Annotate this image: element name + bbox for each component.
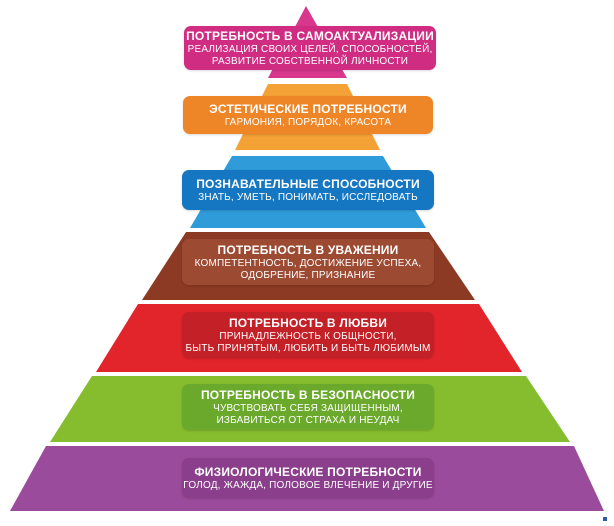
level-description-line: РЕАЛИЗАЦИЯ СВОИХ ЦЕЛЕЙ, СПОСОБНОСТЕЙ, xyxy=(187,43,433,55)
level-description-line: КОМПЕТЕНТНОСТЬ, ДОСТИЖЕНИЕ УСПЕХА, xyxy=(194,257,422,269)
level-description-line: ГОЛОД, ЖАЖДА, ПОЛОВОЕ ВЛЕЧЕНИЕ И ДРУГИЕ xyxy=(183,479,433,491)
level-description-line: ОДОБРЕНИЕ, ПРИЗНАНИЕ xyxy=(240,269,376,281)
level-title: ФИЗИОЛОГИЧЕСКИЕ ПОТРЕБНОСТИ xyxy=(194,464,422,479)
level-description-line: ИЗБАВИТЬСЯ ОТ СТРАХА И НЕУДАЧ xyxy=(216,414,400,426)
level-box-cognitive: ПОЗНАВАТЕЛЬНЫЕ СПОСОБНОСТИ ЗНАТЬ, УМЕТЬ,… xyxy=(182,170,434,210)
level-box-esteem: ПОТРЕБНОСТЬ В УВАЖЕНИИ КОМПЕТЕНТНОСТЬ, Д… xyxy=(182,239,434,285)
level-title: ПОТРЕБНОСТЬ В БЕЗОПАСНОСТИ xyxy=(200,387,416,402)
level-title: ПОТРЕБНОСТЬ В ЛЮБВИ xyxy=(228,315,388,330)
level-box-self-actualization: ПОТРЕБНОСТЬ В САМОАКТУАЛИЗАЦИИ РЕАЛИЗАЦИ… xyxy=(184,26,436,70)
level-description-line: ГАРМОНИЯ, ПОРЯДОК, КРАСОТА xyxy=(224,116,392,128)
level-title: ПОТРЕБНОСТЬ В САМОАКТУАЛИЗАЦИИ xyxy=(186,28,434,43)
level-description-line: ЗНАТЬ, УМЕТЬ, ПОНИМАТЬ, ИССЛЕДОВАТЬ xyxy=(198,191,418,203)
level-title: ПОЗНАВАТЕЛЬНЫЕ СПОСОБНОСТИ xyxy=(196,176,420,191)
level-title: ПОТРЕБНОСТЬ В УВАЖЕНИИ xyxy=(217,242,399,257)
level-box-aesthetic: ЭСТЕТИЧЕСКИЕ ПОТРЕБНОСТИ ГАРМОНИЯ, ПОРЯД… xyxy=(183,96,433,134)
level-title: ЭСТЕТИЧЕСКИЕ ПОТРЕБНОСТИ xyxy=(209,101,407,116)
level-description-line: ПРИНАДЛЕЖНОСТЬ К ОБЩНОСТИ, xyxy=(219,330,397,342)
corner-marker xyxy=(603,517,607,521)
level-description-line: БЫТЬ ПРИНЯТЫМ, ЛЮБИТЬ И БЫТЬ ЛЮБИМЫМ xyxy=(185,342,431,354)
level-box-safety: ПОТРЕБНОСТЬ В БЕЗОПАСНОСТИ ЧУВСТВОВАТЬ С… xyxy=(182,384,434,430)
level-description-line: РАЗВИТИЕ СОБСТВЕННОЙ ЛИЧНОСТИ xyxy=(211,55,409,67)
level-box-physiological: ФИЗИОЛОГИЧЕСКИЕ ПОТРЕБНОСТИ ГОЛОД, ЖАЖДА… xyxy=(182,458,434,498)
level-box-love: ПОТРЕБНОСТЬ В ЛЮБВИ ПРИНАДЛЕЖНОСТЬ К ОБЩ… xyxy=(182,312,434,358)
level-description-line: ЧУВСТВОВАТЬ СЕБЯ ЗАЩИЩЕННЫМ, xyxy=(213,402,403,414)
